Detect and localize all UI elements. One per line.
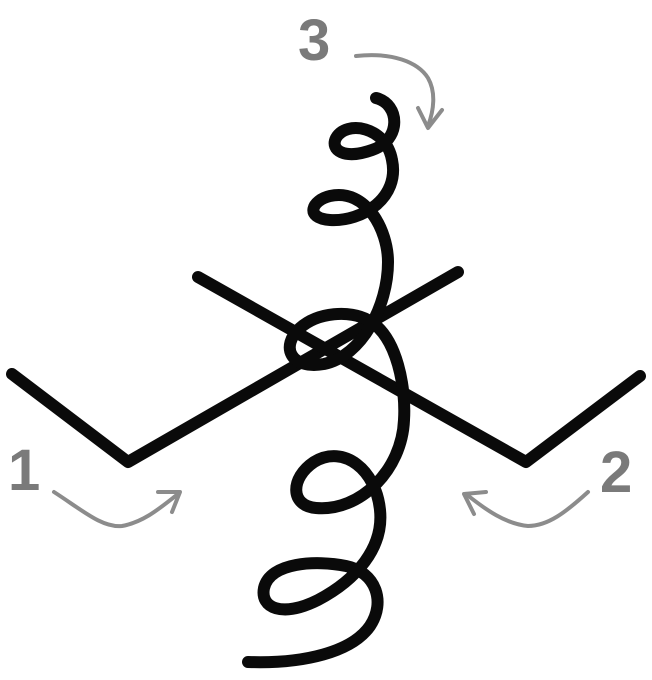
right-cord [198, 277, 640, 462]
step-label-1: 1 [8, 438, 40, 503]
step-label-2: 2 [600, 440, 632, 505]
arrow-1 [54, 492, 178, 526]
arrow-2 [466, 492, 588, 526]
step-label-3: 3 [298, 8, 330, 73]
